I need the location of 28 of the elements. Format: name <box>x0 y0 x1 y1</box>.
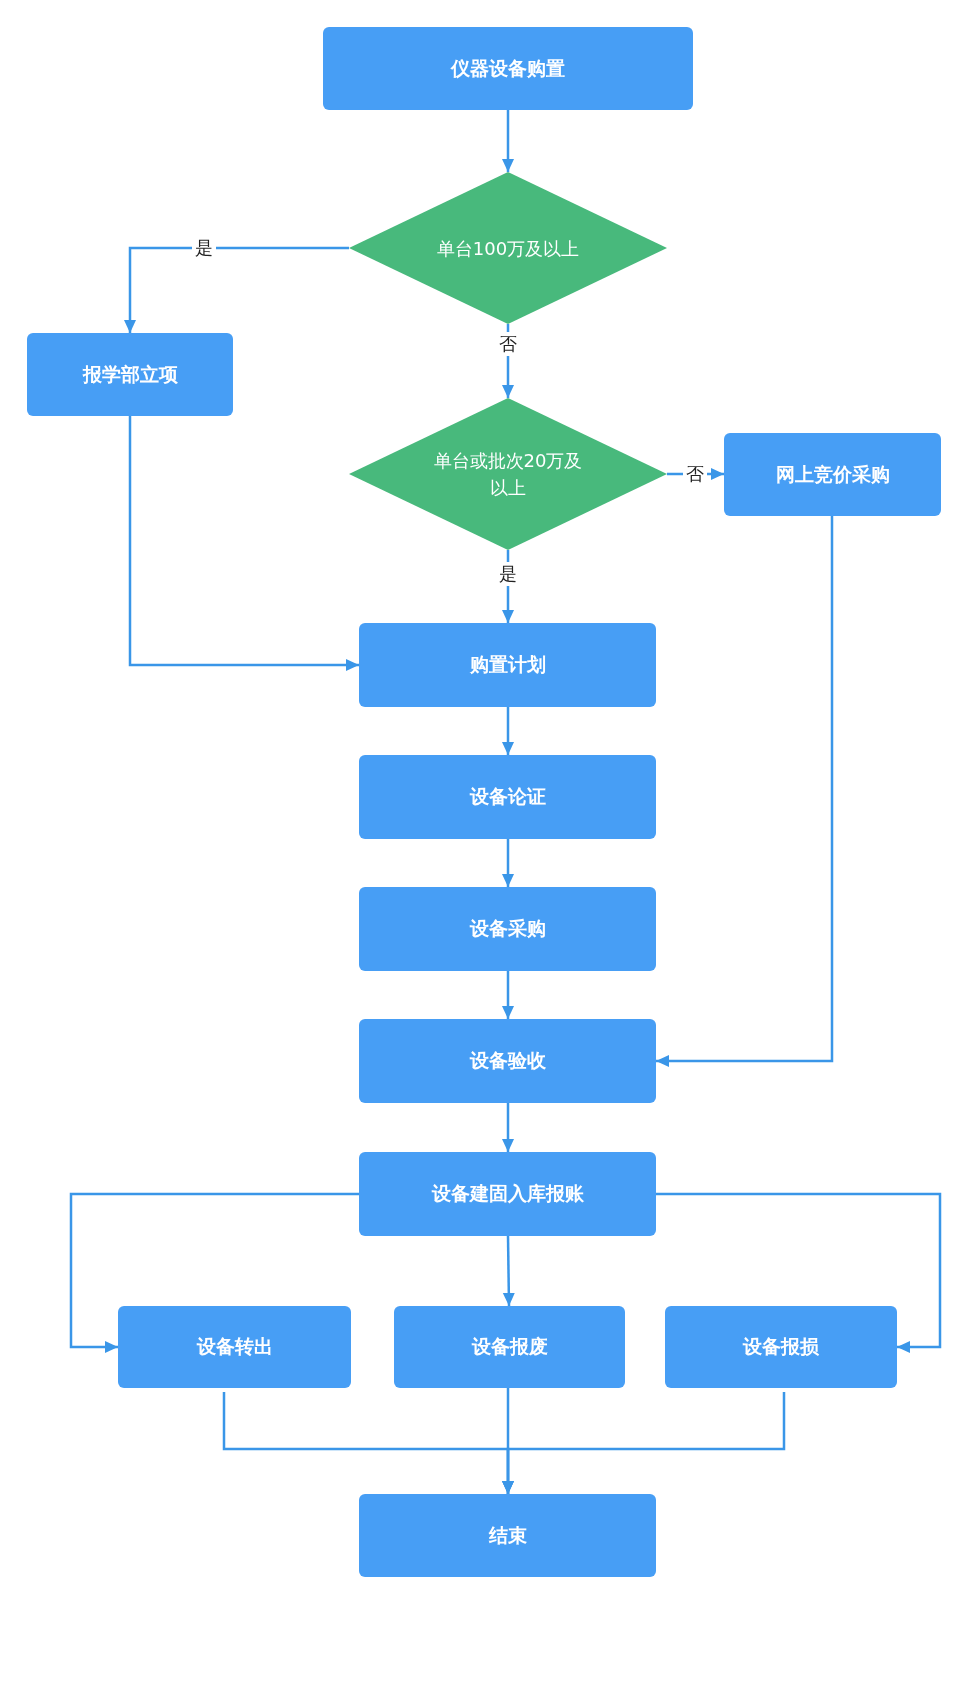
arrow <box>502 1392 786 1494</box>
arrow <box>656 1192 942 1353</box>
arrow <box>502 839 514 887</box>
arrow <box>502 110 514 172</box>
process-box: 网上竞价采购 <box>724 433 941 516</box>
arrow <box>124 246 349 333</box>
process-box: 结束 <box>359 1494 656 1577</box>
process-box: 报学部立项 <box>27 333 233 416</box>
arrow <box>656 516 834 1067</box>
edge-label: 否 <box>496 332 520 356</box>
arrow <box>502 707 514 755</box>
process-box: 设备转出 <box>118 1306 351 1388</box>
arrow <box>502 1236 515 1306</box>
process-box: 购置计划 <box>359 623 656 707</box>
process-box: 设备报损 <box>665 1306 897 1388</box>
process-box: 仪器设备购置 <box>323 27 693 110</box>
process-box: 设备验收 <box>359 1019 656 1103</box>
process-box: 设备建固入库报账 <box>359 1152 656 1236</box>
arrow <box>69 1192 359 1353</box>
process-box: 设备采购 <box>359 887 656 971</box>
edge-label: 是 <box>192 236 216 260</box>
process-box: 设备论证 <box>359 755 656 839</box>
decision-text: 单台或批次20万及以上 <box>433 449 583 500</box>
arrow <box>502 971 514 1019</box>
decision-text: 单台100万及以上 <box>435 236 581 261</box>
arrow <box>128 416 359 671</box>
process-box: 设备报废 <box>394 1306 625 1388</box>
arrow <box>502 1103 514 1152</box>
